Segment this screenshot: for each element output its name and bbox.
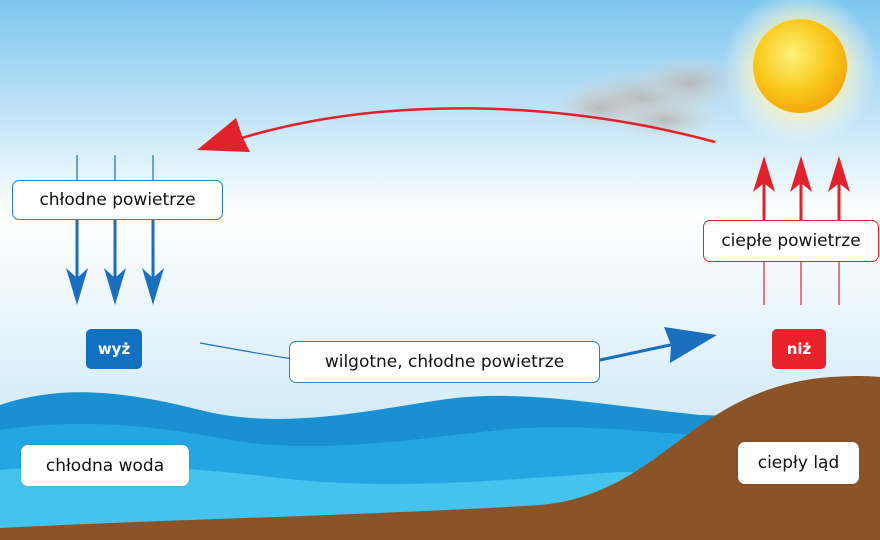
low-pressure-badge: niż — [772, 329, 826, 369]
cloud-icon — [550, 54, 745, 140]
upper-flow-arrow — [197, 107, 716, 152]
cold-water-label: chłodna woda — [21, 445, 189, 486]
humid-air-label: wilgotne, chłodne powietrze — [289, 341, 600, 383]
high-pressure-badge: wyż — [86, 329, 142, 369]
warm-land — [0, 376, 880, 540]
warm-air-label: ciepłe powietrze — [703, 220, 879, 262]
warm-land-label: ciepły ląd — [738, 442, 859, 484]
cold-air-label: chłodne powietrze — [12, 180, 223, 220]
sun-icon — [722, 0, 878, 146]
rising-warm-air-arrows — [753, 156, 850, 305]
descending-cold-air-arrows — [66, 155, 164, 305]
